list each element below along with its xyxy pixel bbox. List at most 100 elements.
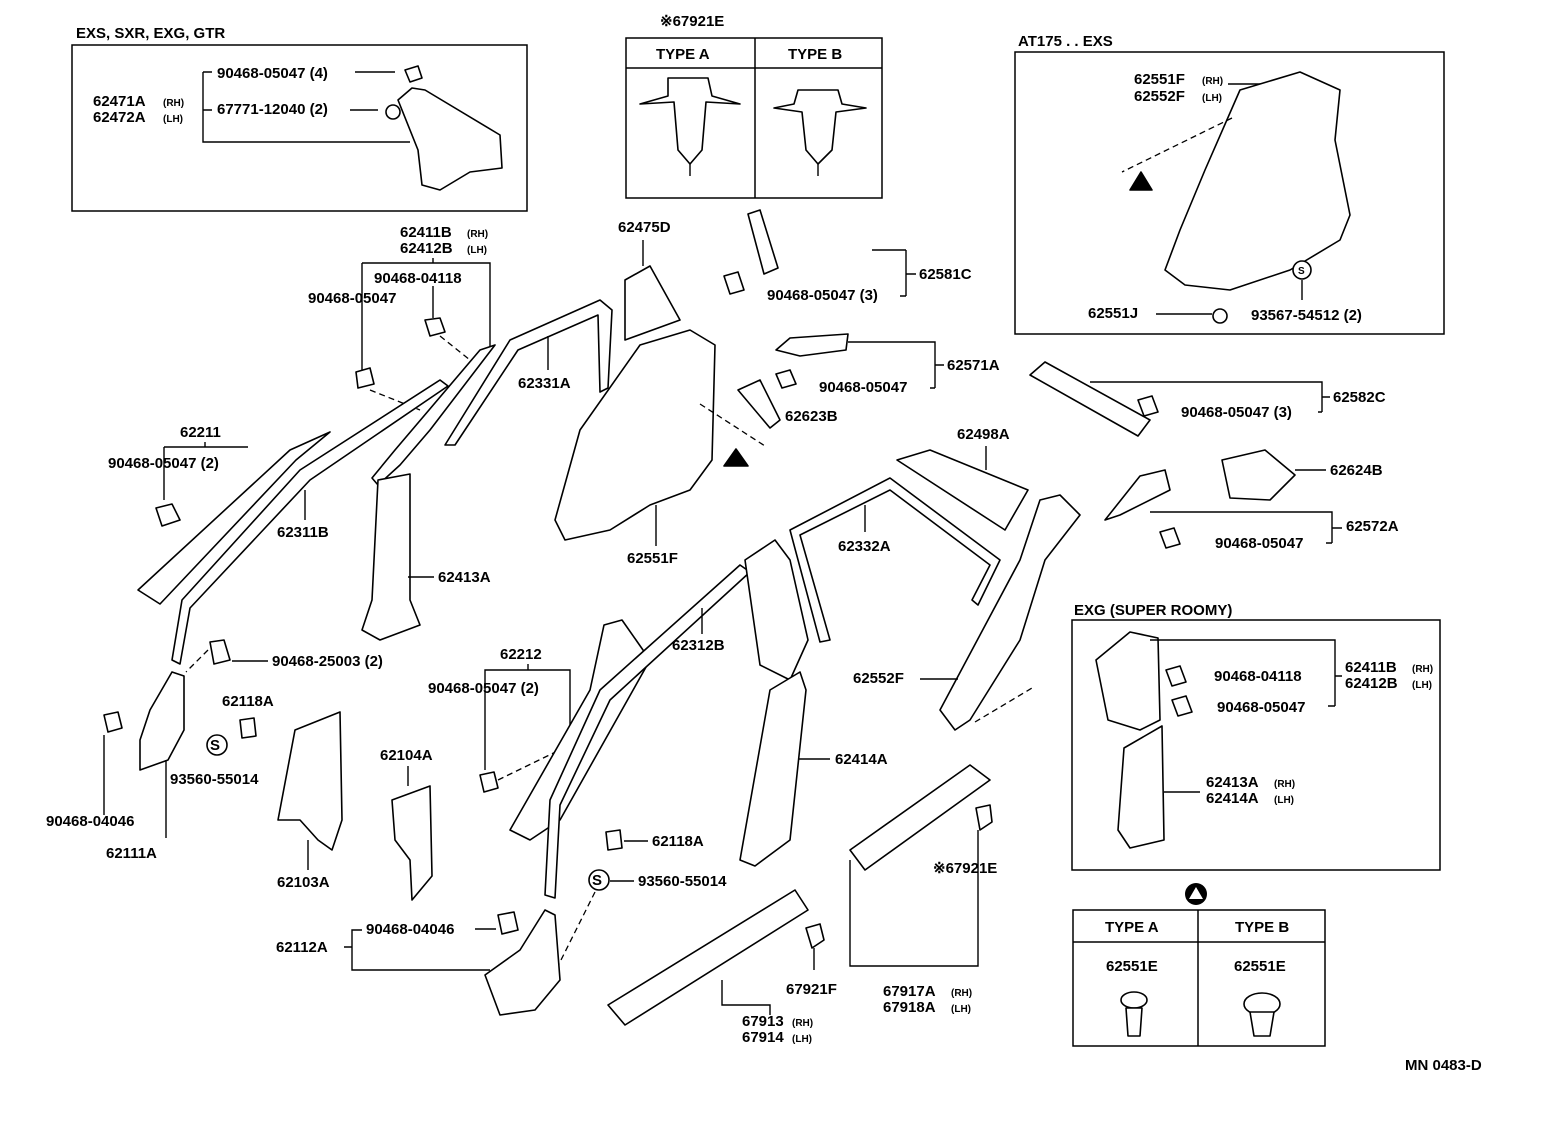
clip-type-b-icon [773,89,867,165]
triangle-mark-icon [723,448,749,467]
label-62312B: 62312B [672,637,725,654]
label-62551E-b: 62551E [1234,958,1286,975]
label-62552F: 62552F [853,670,904,687]
header-67921E: ※67921E [660,13,724,30]
front-pillar-garnish-62212 [509,619,651,841]
inset-at175-title: AT175 . . EXS [1018,33,1113,50]
type-ab-frame [625,37,883,199]
label-90468-05047-4: 90468-05047 (4) [217,65,328,82]
label-62551J: 62551J [1088,305,1138,322]
label-67917A: 67917A [883,983,936,1000]
suffix-lh: (LH) [951,1004,971,1015]
type-a-label: TYPE A [656,46,710,63]
label-67914: 67914 [742,1029,784,1046]
label-62475D: 62475D [618,219,671,236]
label-93560-55014-a: 93560-55014 [170,771,259,788]
quarter-trim-62552F [939,494,1081,731]
label-93560-55014-b: 93560-55014 [638,873,727,890]
label-62212: 62212 [500,646,542,663]
label-62572A: 62572A [1346,518,1399,535]
center-pillar-lower-62414A [739,671,807,867]
clip-icon [239,717,257,739]
inset-at175-exs: AT175 . . EXS 62551F (RH) 62552F (LH) S … [1014,33,1445,335]
label-90468-05047-3a: 90468-05047 (3) [767,287,878,304]
left-cluster: 62411B (RH) 62412B (LH) 90468-04118 9046… [46,219,766,901]
suffix-rh: (RH) [1202,76,1223,87]
inset-exg-frame [1071,619,1441,871]
label-62112A: 62112A [276,939,328,956]
label-90468-05047-ex: 90468-05047 [1217,699,1305,716]
triangle-mark-icon [1129,171,1153,191]
clip-icon [355,367,375,389]
label-62582C: 62582C [1333,389,1386,406]
suffix-rh: (RH) [163,98,184,109]
suffix-rh: (RH) [792,1018,813,1029]
clip-icon [497,911,519,935]
label-67918A: 67918A [883,999,936,1016]
suffix-lh: (LH) [792,1034,812,1045]
type-b-label: TYPE B [788,46,842,63]
rear-pillar-garnish-part [397,87,503,191]
label-62414A-ex: 62414A [1206,790,1259,807]
cap-icon [1212,308,1228,324]
cover-62624B [1221,449,1296,501]
screw-icon [206,734,228,756]
inset-exg-super-roomy: EXG (SUPER ROOMY) 90468-04118 90468-0504… [1071,602,1441,871]
label-62104A: 62104A [380,747,433,764]
label-62211: 62211 [180,424,221,441]
clip-icon [723,271,745,295]
clip-type-a-icon [1120,991,1148,1009]
svg-text:S: S [1298,266,1305,277]
label-67771-12040-2: 67771-12040 (2) [217,101,328,118]
suffix-rh: (RH) [467,229,488,240]
weatherstrip-62332A [789,477,1001,643]
label-62624B: 62624B [1330,462,1383,479]
windshield-pillar-garnish-part [137,431,331,605]
suffix-lh: (LH) [1412,680,1432,691]
label-62332A: 62332A [838,538,891,555]
center-cluster: 62212 90468-05047 (2) 62312B 62332A 6249… [276,426,1081,1046]
label-90468-05047-a: 90468-05047 [308,290,396,307]
suffix-lh: (LH) [1202,93,1222,104]
label-62551F-rh: 62551F [1134,71,1185,88]
label-62623B: 62623B [785,408,838,425]
bracket-62581C [747,209,779,275]
pillar-garnish-62311B [171,379,449,665]
cowl-side-trim-62112A [484,909,561,1016]
label-90468-04118-ex: 90468-04118 [1214,668,1302,685]
clip-icon [775,369,797,389]
clip-type-a-icon [639,77,741,165]
center-pillar-garnish-62413A [361,473,421,641]
rail-62582C [1029,361,1151,437]
label-62413A: 62413A [438,569,491,586]
upper-pillar-garnish-part [371,344,496,486]
suffix-rh: (RH) [1412,664,1433,675]
lower-pillar-62413A [1117,725,1165,849]
label-62118A-b: 62118A [652,833,704,850]
clip-icon [155,503,181,527]
kick-panel-62104A [391,785,433,901]
label-62411B-ex: 62411B [1345,659,1397,676]
label-90468-05047-3b: 90468-05047 (3) [1181,404,1292,421]
right-center-cluster: 90468-05047 (3) 62581C 90468-05047 62571… [723,209,1399,552]
inset-exs-sxr-title: EXS, SXR, EXG, GTR [76,25,225,42]
clip-62623B [737,379,781,429]
inset-exg-title: EXG (SUPER ROOMY) [1074,602,1232,619]
bracket-62571A [775,333,849,357]
label-90468-05047-2a: 90468-05047 (2) [108,455,219,472]
label-62551F: 62551F [627,550,678,567]
inset-type-ab-bottom: TYPE A TYPE B 62551E 62551E [1072,883,1326,1047]
suffix-lh: (LH) [1274,795,1294,806]
label-62413A-ex: 62413A [1206,774,1259,791]
screw-icon [588,869,610,891]
label-62414A: 62414A [835,751,888,768]
cowl-side-trim-62111A [139,671,185,771]
type-ab-bottom-frame [1072,909,1326,1047]
clip-icon [605,829,623,851]
label-62571A: 62571A [947,357,1000,374]
quarter-trim-panel-part [1164,71,1351,291]
label-90468-05047-c: 90468-05047 [1215,535,1303,552]
footer-code: MN 0483-D [1405,1057,1482,1074]
label-93567-54512: 93567-54512 (2) [1251,307,1362,324]
label-62412B: 62412B [400,240,453,257]
